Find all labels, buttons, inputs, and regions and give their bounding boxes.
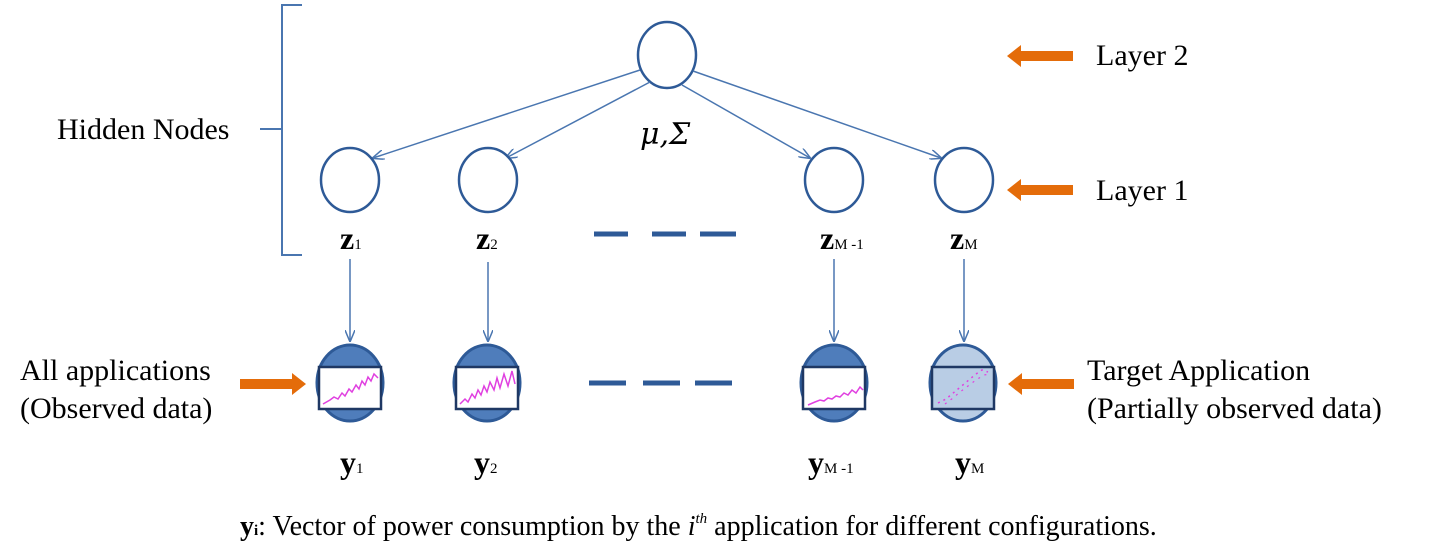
z-label-m: zM [950, 220, 978, 256]
caption-y-sub: i [254, 523, 258, 539]
y-label-sub: M -1 [824, 461, 854, 477]
z-label-main: z [820, 220, 834, 256]
left-arrow-icon [1008, 373, 1074, 395]
z-label-sub: 1 [354, 237, 362, 253]
z-label-main: z [340, 220, 354, 256]
y-label-1: y1 [340, 444, 364, 480]
left-arrow-icon [1007, 179, 1073, 201]
top-node-params: μ,Σ [640, 117, 691, 152]
power-plot-line [807, 385, 864, 406]
y-label-sub: M [971, 461, 984, 477]
y-label-m: yM [955, 444, 984, 480]
caption-part1: : Vector of power consumption by the [258, 511, 688, 542]
z-node-1 [319, 146, 381, 214]
z-node-2 [457, 146, 519, 214]
z-label-sub: 2 [490, 237, 498, 253]
layer2-label: Layer 2 [1096, 39, 1188, 72]
z-label-main: z [950, 220, 964, 256]
hidden-nodes-bracket [260, 4, 302, 256]
y-label-main: y [474, 444, 490, 480]
z-label-2: z2 [476, 220, 498, 256]
y-node-m [928, 343, 998, 423]
y-label-main: y [808, 444, 824, 480]
layer1-label: Layer 1 [1096, 174, 1188, 207]
y-label-sub: 1 [356, 461, 364, 477]
z-label-sub: M [964, 237, 977, 253]
y-node-2 [452, 343, 522, 423]
left-arrow-icon [1007, 45, 1073, 67]
top-to-layer1-edges [373, 69, 941, 158]
right-arrow-icon [240, 373, 306, 395]
partial-plot-line [944, 373, 991, 405]
caption-th: th [695, 511, 707, 527]
hidden-nodes-label: Hidden Nodes [57, 113, 229, 146]
z-label-main: z [476, 220, 490, 256]
observed-data-label: (Observed data) [20, 392, 212, 425]
z-label-m-minus-1: zM -1 [820, 220, 864, 256]
z-node-m-minus-1 [803, 146, 865, 214]
y-label-main: y [340, 444, 356, 480]
y-node-m-minus-1 [799, 343, 869, 423]
partially-observed-label: (Partially observed data) [1087, 392, 1382, 425]
all-applications-label: All applications [20, 354, 211, 387]
caption-y: y [240, 511, 254, 542]
caption-part2: application for different configurations… [707, 511, 1157, 542]
power-plot-line [459, 370, 516, 405]
y-node-1 [315, 343, 385, 423]
z-label-1: z1 [340, 220, 362, 256]
target-application-label: Target Application [1087, 354, 1310, 387]
y-label-2: y2 [474, 444, 498, 480]
caption-i: i [688, 511, 696, 542]
y-label-main: y [955, 444, 971, 480]
layer1-to-observation-edges [350, 259, 964, 341]
top-node [636, 20, 698, 90]
y-label-sub: 2 [490, 461, 498, 477]
caption: yi: Vector of power consumption by the i… [240, 511, 1157, 542]
power-plot-line [322, 372, 379, 405]
z-node-m [933, 146, 995, 214]
y-label-m-minus-1: yM -1 [808, 444, 854, 480]
z-label-sub: M -1 [834, 237, 864, 253]
